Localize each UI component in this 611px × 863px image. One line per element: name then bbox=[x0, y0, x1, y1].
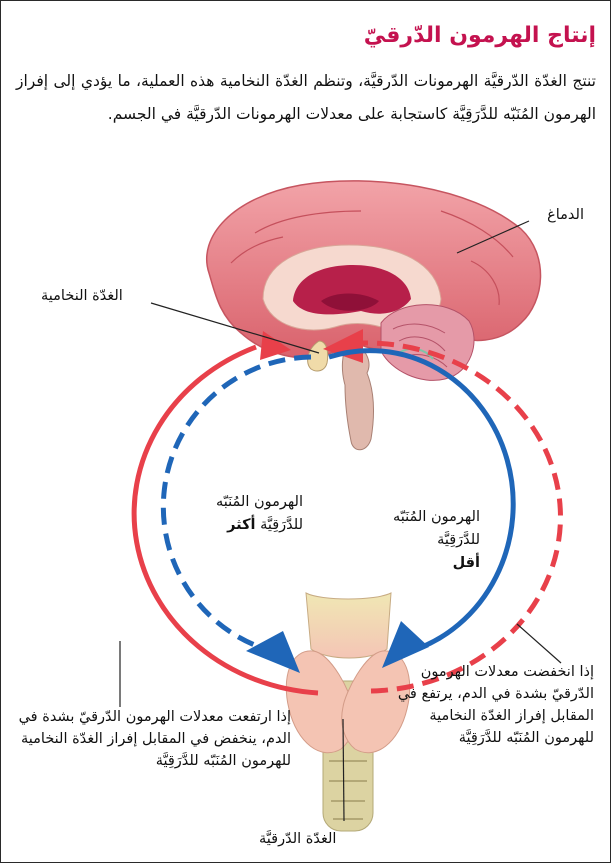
tsh-high-label: الهرمون المُنَبّه للدَّرَقِيَّة أكثر bbox=[153, 491, 303, 537]
tsh-low-line2: للدَّرَقِيَّة bbox=[365, 529, 480, 552]
hormone-down-leader-line bbox=[517, 624, 561, 663]
tsh-low-line1: الهرمون المُنَبّه bbox=[365, 506, 480, 529]
pituitary-label: الغدّة النخامية bbox=[41, 285, 123, 308]
tsh-high-line1: الهرمون المُنَبّه bbox=[153, 491, 303, 514]
tsh-high-line2: للدَّرَقِيَّة أكثر bbox=[153, 514, 303, 537]
thyroid-gland-illustration bbox=[286, 593, 409, 831]
tsh-high-more: أكثر bbox=[227, 517, 255, 533]
tsh-high-line2a: للدَّرَقِيَّة bbox=[255, 517, 303, 533]
intro-paragraph: تنتج الغدّة الدّرقيَّة الهرمونات الدّرقي… bbox=[16, 65, 596, 131]
brain-illustration bbox=[207, 181, 541, 450]
thyroid-label: الغدّة الدّرقيَّة bbox=[259, 828, 336, 851]
tsh-low-less: أقل bbox=[365, 552, 480, 575]
blue-dashed-arrowhead bbox=[246, 631, 300, 673]
hormone-down-caption: إذا انخفضت معدلات الهرمون الدّرقيّ بشدة … bbox=[394, 661, 594, 749]
tsh-low-label: الهرمون المُنَبّه للدَّرَقِيَّة أقل bbox=[365, 506, 480, 575]
hormone-up-caption: إذا ارتفعت معدلات الهرمون الدّرقيّ بشدة … bbox=[11, 706, 291, 772]
page-title: إنتاج الهرمون الدّرقيّ bbox=[364, 23, 596, 48]
brain-label: الدماغ bbox=[547, 204, 584, 227]
